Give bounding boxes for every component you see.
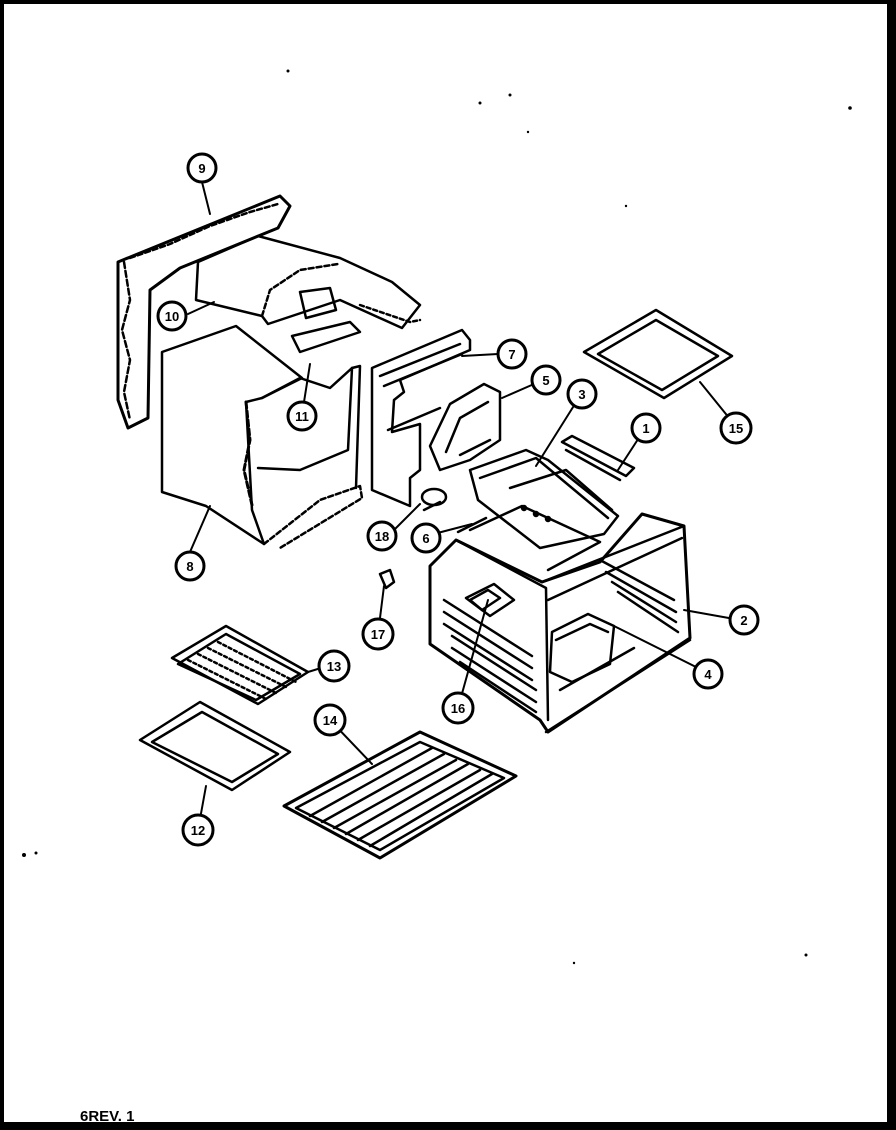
callouts: 9 10 11 8 7 5 3 1 15 18 6 2 4 17 13 16 1… (156, 152, 760, 847)
svg-text:3: 3 (578, 387, 585, 402)
part-12-broiler-pan (138, 700, 292, 792)
callout-16: 16 (441, 691, 475, 725)
callout-12: 12 (181, 813, 215, 847)
svg-text:10: 10 (165, 309, 179, 324)
svg-text:2: 2 (740, 613, 747, 628)
part-8-main-insulation (160, 324, 364, 550)
svg-text:8: 8 (186, 559, 193, 574)
part-4-drip-tray (548, 612, 636, 692)
svg-text:5: 5 (542, 373, 549, 388)
svg-text:1: 1 (642, 421, 649, 436)
part-10-top-insulation (194, 234, 422, 330)
callout-14: 14 (313, 703, 347, 737)
callout-5: 5 (530, 364, 562, 396)
callout-2: 2 (728, 604, 760, 636)
svg-text:14: 14 (323, 713, 338, 728)
part-16-bracket (468, 588, 502, 612)
callout-18: 18 (366, 520, 398, 552)
svg-text:17: 17 (371, 627, 385, 642)
callout-6: 6 (410, 522, 442, 554)
callout-3: 3 (566, 378, 598, 410)
part-15-top-frame (582, 308, 734, 400)
part-14-oven-rack (282, 730, 518, 860)
part-7-front-panel (370, 328, 472, 508)
callout-1: 1 (630, 412, 662, 444)
svg-text:11: 11 (295, 409, 309, 424)
part-1-strip (560, 434, 636, 482)
callout-13: 13 (317, 649, 351, 683)
svg-text:7: 7 (508, 347, 515, 362)
paper (4, 4, 887, 1122)
part-18-clip (420, 487, 448, 512)
callout-10: 10 (156, 300, 188, 332)
part-5-heat-shield (428, 382, 502, 472)
svg-text:16: 16 (451, 701, 465, 716)
callout-8: 8 (174, 550, 206, 582)
callout-15: 15 (719, 411, 753, 445)
callout-7: 7 (496, 338, 528, 370)
svg-text:13: 13 (327, 659, 341, 674)
svg-text:18: 18 (375, 529, 389, 544)
callout-4: 4 (692, 658, 724, 690)
callout-11: 11 (286, 400, 318, 432)
svg-text:15: 15 (729, 421, 743, 436)
part-9-outer-insulation (116, 194, 292, 430)
revision-code: 6REV. 1 (80, 1108, 135, 1125)
callout-9: 9 (186, 152, 218, 184)
svg-text:9: 9 (198, 161, 205, 176)
part-11-insulation-strip (290, 286, 362, 354)
scan-specks (22, 69, 852, 965)
svg-text:12: 12 (191, 823, 205, 838)
callout-17: 17 (361, 617, 395, 651)
svg-text:6: 6 (422, 531, 429, 546)
part-17-clip (378, 568, 396, 590)
part-2-oven-liner (428, 504, 692, 734)
svg-text:4: 4 (704, 667, 712, 682)
